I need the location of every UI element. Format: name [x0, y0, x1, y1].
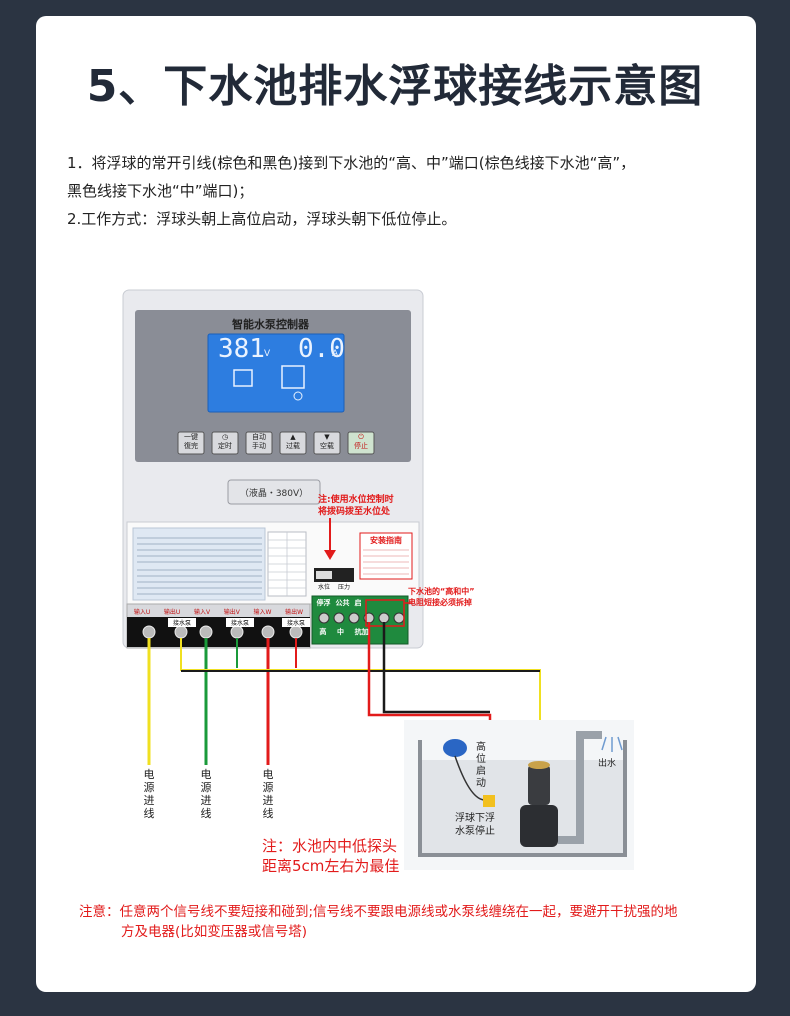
signal-labels: 停浮 公共 启	[316, 599, 362, 607]
panel-button[interactable]	[279, 431, 307, 455]
float-ball-lower	[483, 795, 495, 807]
button-label: ▲过载	[280, 433, 306, 451]
terminal-screw[interactable]	[261, 625, 275, 639]
install-guide-title: 安装指南	[370, 536, 402, 545]
device-header: 智能水泵控制器	[232, 318, 309, 331]
pump-label: 接水泵	[286, 620, 305, 627]
power-terminal-block	[127, 617, 310, 647]
terminal-screw[interactable]	[230, 625, 244, 639]
button-label: ◷定时	[212, 433, 238, 451]
page-title: 5、下水池排水浮球接线示意图	[86, 61, 704, 112]
float-ball-upper	[443, 739, 467, 757]
lcd-screen	[207, 333, 345, 413]
power-terminal-labels: 输入U 输出U 输入V 输出V 输入W 输出W	[133, 609, 304, 616]
tank-icon	[233, 369, 253, 387]
instruction-line-1: 1．将浮球的常开引线(棕色和黑色)接到下水池的“高、中”端口(棕色线接下水池“高…	[67, 154, 636, 172]
dip-switch-slider[interactable]	[316, 571, 332, 579]
jumper-note: 注:使用水位控制时将拨码拨至水位处	[318, 495, 394, 517]
terminal-screw[interactable]	[348, 612, 360, 624]
power-in-label-3: 电源进线	[262, 768, 274, 820]
model-label-box	[227, 479, 321, 505]
sticker-text-lines	[137, 537, 262, 595]
lcd-voltage-unit: V	[264, 349, 271, 359]
power-in-label-2: 电源进线	[200, 768, 212, 820]
remove-note: 下水池的“高和中”电阻短接必须拆掉	[408, 587, 475, 607]
terminal-screw[interactable]	[289, 625, 303, 639]
bottom-note: 注意：任意两个信号线不要短接和碰到;信号线不要跟电源线或水泵线缠绕在一起，要避开…	[79, 904, 678, 940]
pump-top	[528, 761, 550, 769]
button-label: 自动手动	[252, 433, 266, 450]
water-stream	[601, 736, 607, 751]
panel-button[interactable]	[211, 431, 239, 455]
outlet-pipe	[558, 731, 602, 844]
switch-labels: 水位 压力	[317, 584, 350, 591]
terminal-screw[interactable]	[142, 625, 156, 639]
up-icon: ▲	[290, 433, 296, 441]
panel-button[interactable]	[245, 431, 273, 455]
down-icon: ▼	[324, 433, 330, 441]
fan-icon	[293, 391, 303, 401]
lcd-voltage: 381	[218, 334, 265, 364]
float-down-note: 浮球下浮水泵停止	[455, 813, 495, 837]
install-guide-text-lines	[363, 549, 409, 575]
button-label: ▼空载	[314, 433, 340, 451]
terminal-screw[interactable]	[318, 612, 330, 624]
button-label: ⏻停止	[348, 433, 374, 451]
lcd-current-unit: A	[332, 349, 339, 359]
button-row	[177, 431, 375, 455]
terminal-screw[interactable]	[174, 625, 188, 639]
terminal-screw[interactable]	[378, 612, 390, 624]
water-tank	[418, 740, 627, 857]
terminal-screw[interactable]	[393, 612, 405, 624]
probe-note: 注：水池内中低探头距离5cm左右为最佳	[262, 837, 400, 875]
panel-button[interactable]	[313, 431, 341, 455]
pump-base	[520, 805, 558, 847]
jumper-arrow-head	[324, 550, 336, 560]
float-wire-black	[382, 622, 490, 714]
parameter-table-rows	[268, 532, 306, 596]
submersible-pump	[528, 765, 550, 805]
terminal-screw[interactable]	[199, 625, 213, 639]
power-icon: ⏻	[358, 433, 364, 441]
water-out-label: 出水	[598, 759, 617, 769]
instruction-line-3: 2.工作方式：浮球头朝上高位启动，浮球头朝下低位停止。	[67, 210, 457, 228]
pump-label: 接水泵	[172, 620, 191, 627]
instructions-sticker	[132, 527, 266, 601]
button-label: 一键復完	[184, 433, 198, 450]
pump-icon	[281, 365, 305, 389]
pump-label-boxes	[168, 618, 310, 627]
instruction-line-2: 黑色线接下水池“中”端口)；	[67, 182, 254, 200]
bottom-terminal-labels: 高 中 抗加	[319, 628, 369, 636]
float-cable-upper	[454, 755, 486, 801]
model-label: （液晶・380V）	[239, 489, 309, 499]
clock-icon: ◷	[221, 433, 229, 441]
pump-label: 接水泵	[230, 620, 249, 627]
power-in-label-1: 电源进线	[143, 768, 155, 820]
power-screws	[142, 625, 303, 639]
panel-button[interactable]	[177, 431, 205, 455]
terminal-screw[interactable]	[333, 612, 345, 624]
water-stream	[617, 736, 623, 751]
panel-button[interactable]	[347, 431, 375, 455]
lcd-current: 0.0	[298, 334, 345, 364]
high-start-label: 高位启动	[476, 742, 486, 789]
